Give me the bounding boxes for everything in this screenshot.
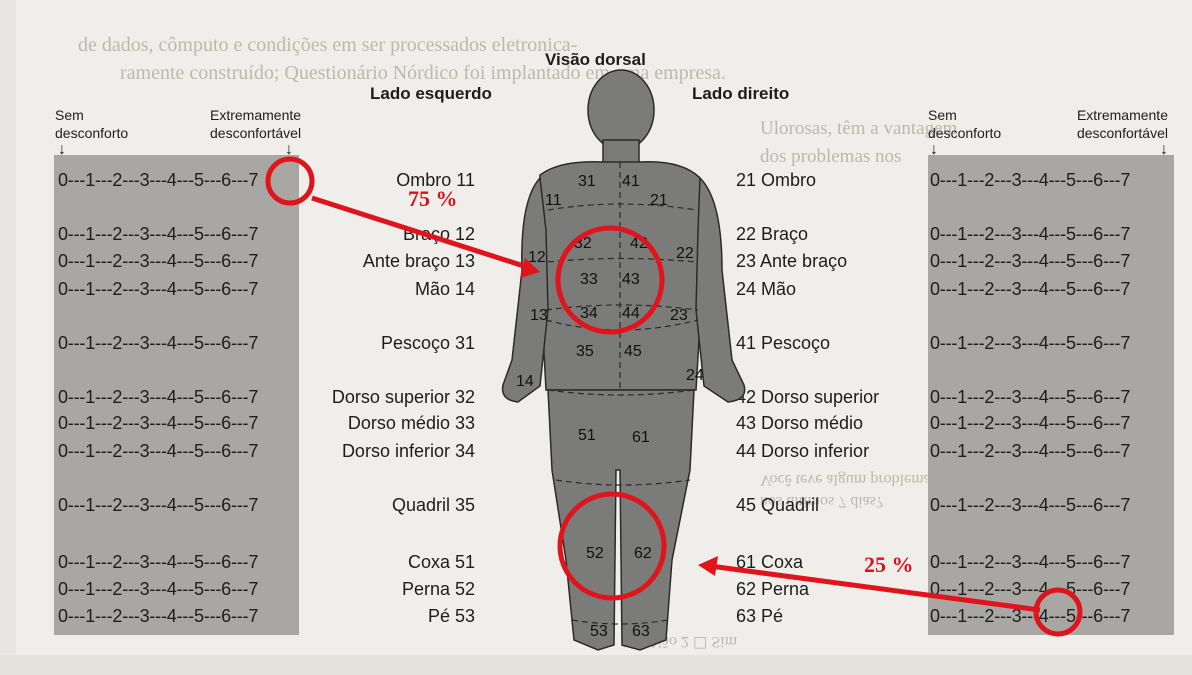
body-region-number: 44 — [622, 305, 640, 322]
body-region-number: 43 — [622, 271, 640, 288]
head-shape — [588, 70, 654, 150]
body-region-number: 33 — [580, 271, 598, 288]
body-region-number: 34 — [580, 305, 598, 322]
body-region-number: 23 — [670, 307, 688, 324]
body-region-number: 14 — [516, 373, 534, 390]
body-region-number: 53 — [590, 623, 608, 640]
body-region-number: 45 — [624, 343, 642, 360]
body-region-number: 11 — [545, 192, 562, 209]
body-region-number: 63 — [632, 623, 650, 640]
body-region-number: 21 — [650, 192, 668, 209]
percent-75-label: 75 % — [408, 186, 458, 212]
circle-right-scale — [1036, 590, 1080, 634]
body-region-number: 35 — [576, 343, 594, 360]
body-region-number: 31 — [578, 173, 596, 190]
legs-shape — [548, 390, 694, 650]
body-region-number: 24 — [686, 367, 704, 384]
body-region-number: 13 — [530, 307, 548, 324]
body-region-number: 61 — [632, 429, 650, 446]
body-region-number: 41 — [622, 173, 640, 190]
circle-left-scale — [268, 159, 312, 203]
left-arm-shape — [503, 178, 548, 402]
body-region-number: 62 — [634, 545, 652, 562]
percent-25-label: 25 % — [864, 552, 914, 578]
body-region-number: 51 — [578, 427, 596, 444]
body-region-number: 22 — [676, 245, 694, 262]
page-bottom-strip — [0, 655, 1192, 675]
body-region-number: 52 — [586, 545, 604, 562]
arrow-bottom-head-icon — [698, 556, 718, 576]
